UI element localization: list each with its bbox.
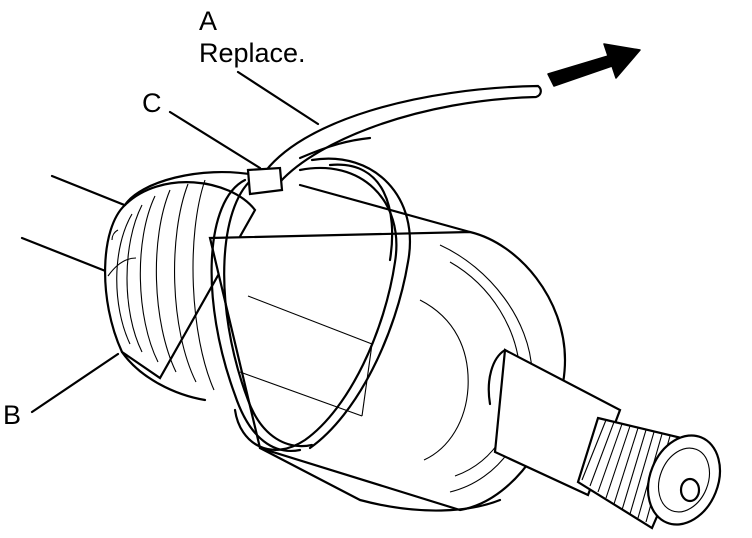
joint-housing [208,183,567,512]
callout-label-a: A [199,6,218,36]
callout-label-c: C [142,88,162,118]
arrow-right-icon [547,43,641,87]
callout-label-b: B [3,400,22,430]
leader-lines [30,70,320,414]
leader-c [168,110,262,170]
band-clip-c [246,166,284,196]
leader-a [236,70,320,126]
leader-b [30,352,120,414]
band-strap-a [260,84,542,184]
boot-band-rings [210,157,411,452]
callout-note-replace: Replace. [199,38,306,68]
axle-shaft [20,174,134,274]
boot-b [103,171,257,402]
stub-shaft [487,348,722,530]
